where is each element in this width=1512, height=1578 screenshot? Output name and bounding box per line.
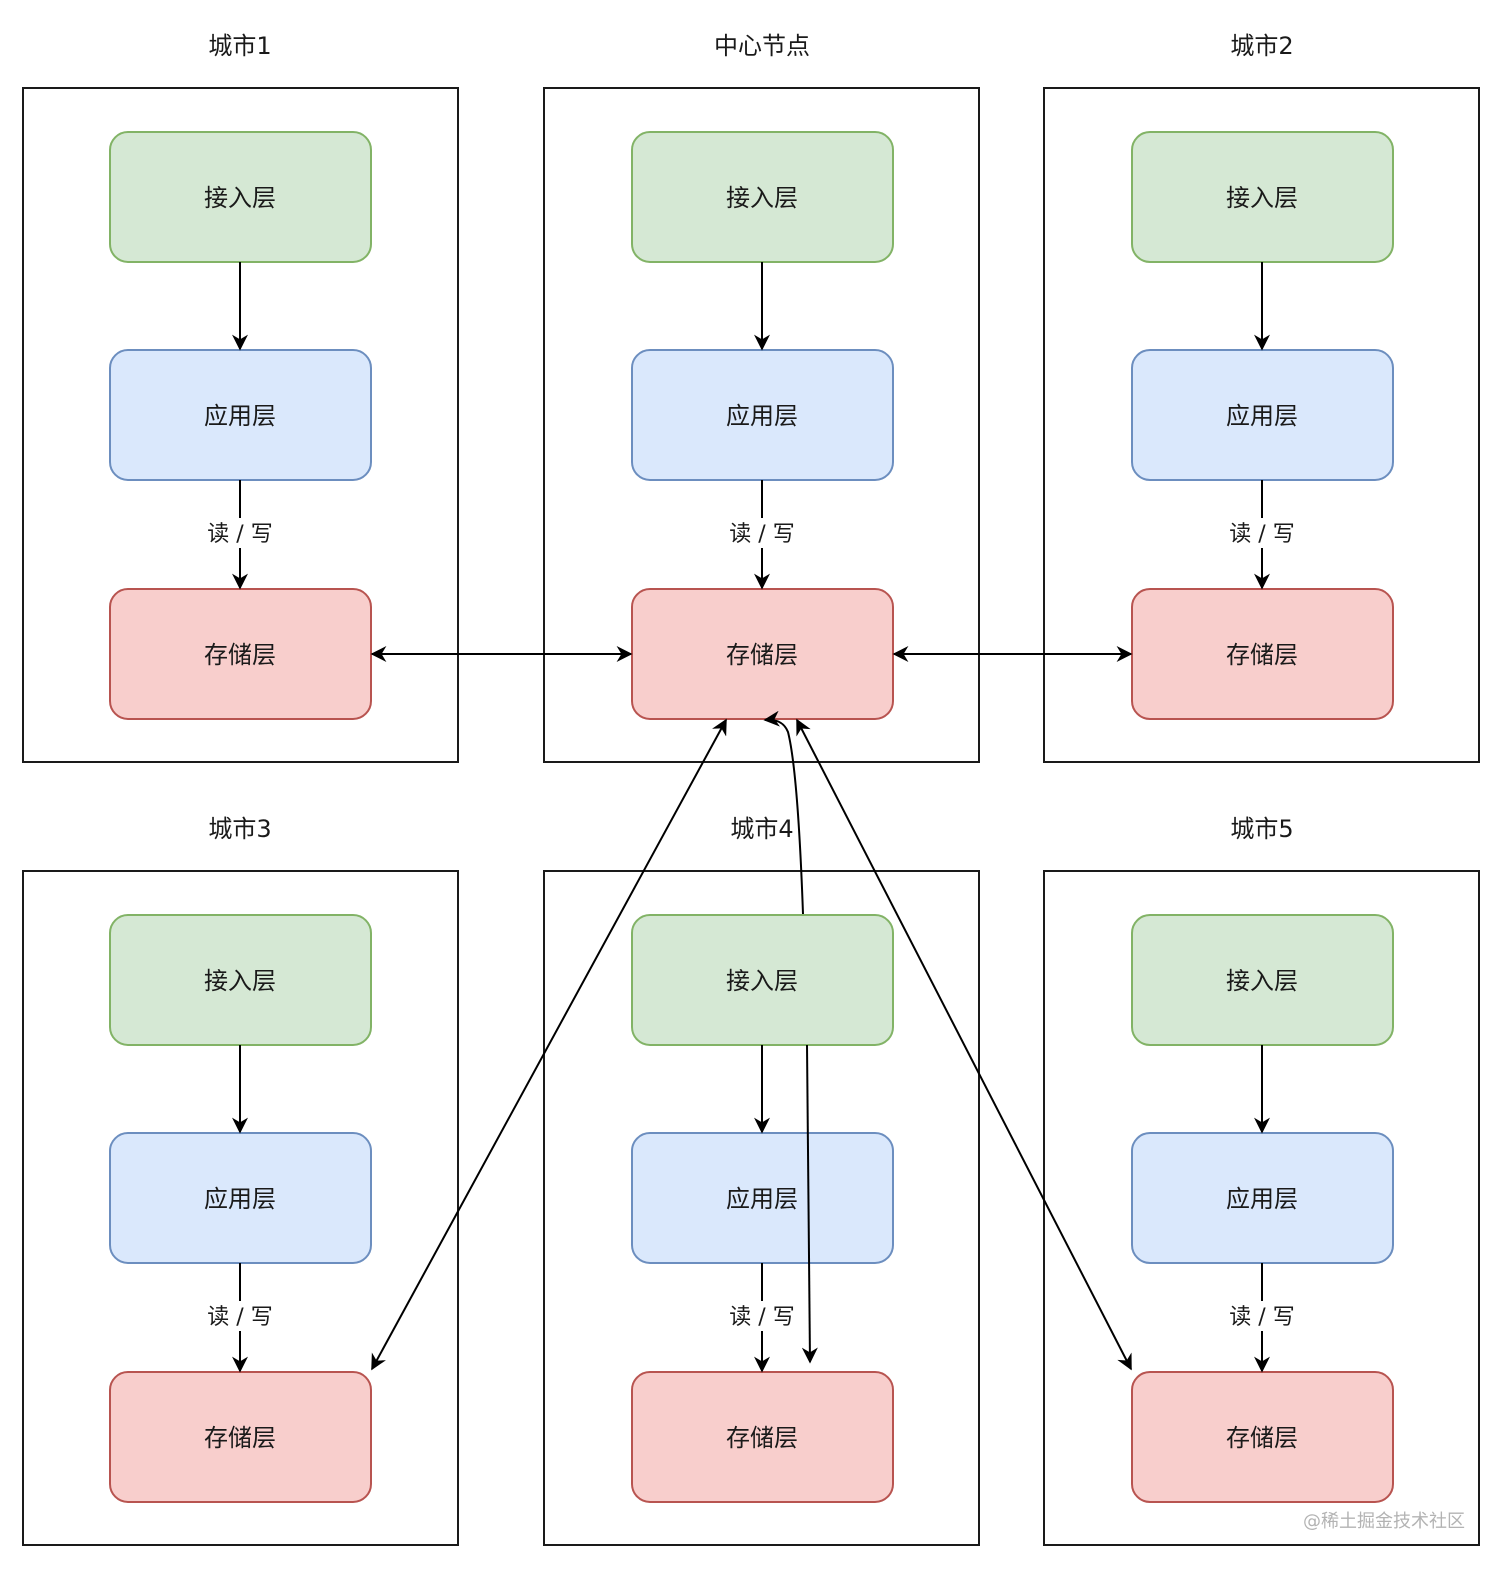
region-city-3: 城市3 接入层 应用层 存储层 读 / 写 [22,815,459,1546]
access-layer-label: 接入层 [204,967,276,995]
region-center-node: 中心节点 接入层 应用层 存储层 读 / 写 [543,32,980,763]
region-title: 城市1 [208,32,271,60]
storage-layer-label: 存储层 [1226,1424,1298,1452]
app-layer-label: 应用层 [726,402,798,430]
storage-layer-label: 存储层 [726,1424,798,1452]
region-city-4: 接入层 应用层 存储层 读 / 写 [543,870,980,1546]
region-title: 城市3 [208,815,271,843]
read-write-label: 读 / 写 [729,1305,794,1330]
city4-access-to-storage-arrow [801,1044,818,1364]
read-write-label: 读 / 写 [1229,1305,1294,1330]
access-layer-label: 接入层 [726,184,798,212]
read-write-label: 读 / 写 [207,522,272,547]
app-layer-label: 应用层 [204,1185,276,1213]
read-write-label: 读 / 写 [729,522,794,547]
sync-center-city3-arrow [371,718,727,1371]
region-city-2: 城市2 接入层 应用层 存储层 读 / 写 [1043,32,1480,763]
access-layer-label: 接入层 [1226,184,1298,212]
region-title-city-4: 城市4 [730,815,793,843]
read-write-label: 读 / 写 [1229,522,1294,547]
region-title: 城市5 [1230,815,1293,843]
sync-center-city5-arrow [796,718,1132,1371]
access-layer-label: 接入层 [204,184,276,212]
city4-access-to-center-storage-arrow [763,710,804,915]
storage-layer-label: 存储层 [204,641,276,669]
region-frame [22,87,459,763]
watermark: @稀土掘金技术社区 [1303,1511,1465,1532]
storage-layer-label: 存储层 [204,1424,276,1452]
app-layer-label: 应用层 [204,402,276,430]
sync-connectors [370,646,1133,1371]
app-layer-label: 应用层 [1226,1185,1298,1213]
region-frame [1043,87,1480,763]
region-frame [543,87,980,763]
access-layer-label: 接入层 [726,967,798,995]
storage-layer-label: 存储层 [726,641,798,669]
region-city-5: 城市5 接入层 应用层 存储层 读 / 写 [1043,815,1480,1546]
read-write-label: 读 / 写 [207,1305,272,1330]
region-city-1: 城市1 接入层 应用层 存储层 读 / 写 [22,32,459,763]
app-layer-label: 应用层 [1226,402,1298,430]
region-title: 中心节点 [714,32,810,60]
access-layer-label: 接入层 [1226,967,1298,995]
storage-layer-label: 存储层 [1226,641,1298,669]
region-title: 城市2 [1230,32,1293,60]
app-layer-label: 应用层 [726,1185,798,1213]
